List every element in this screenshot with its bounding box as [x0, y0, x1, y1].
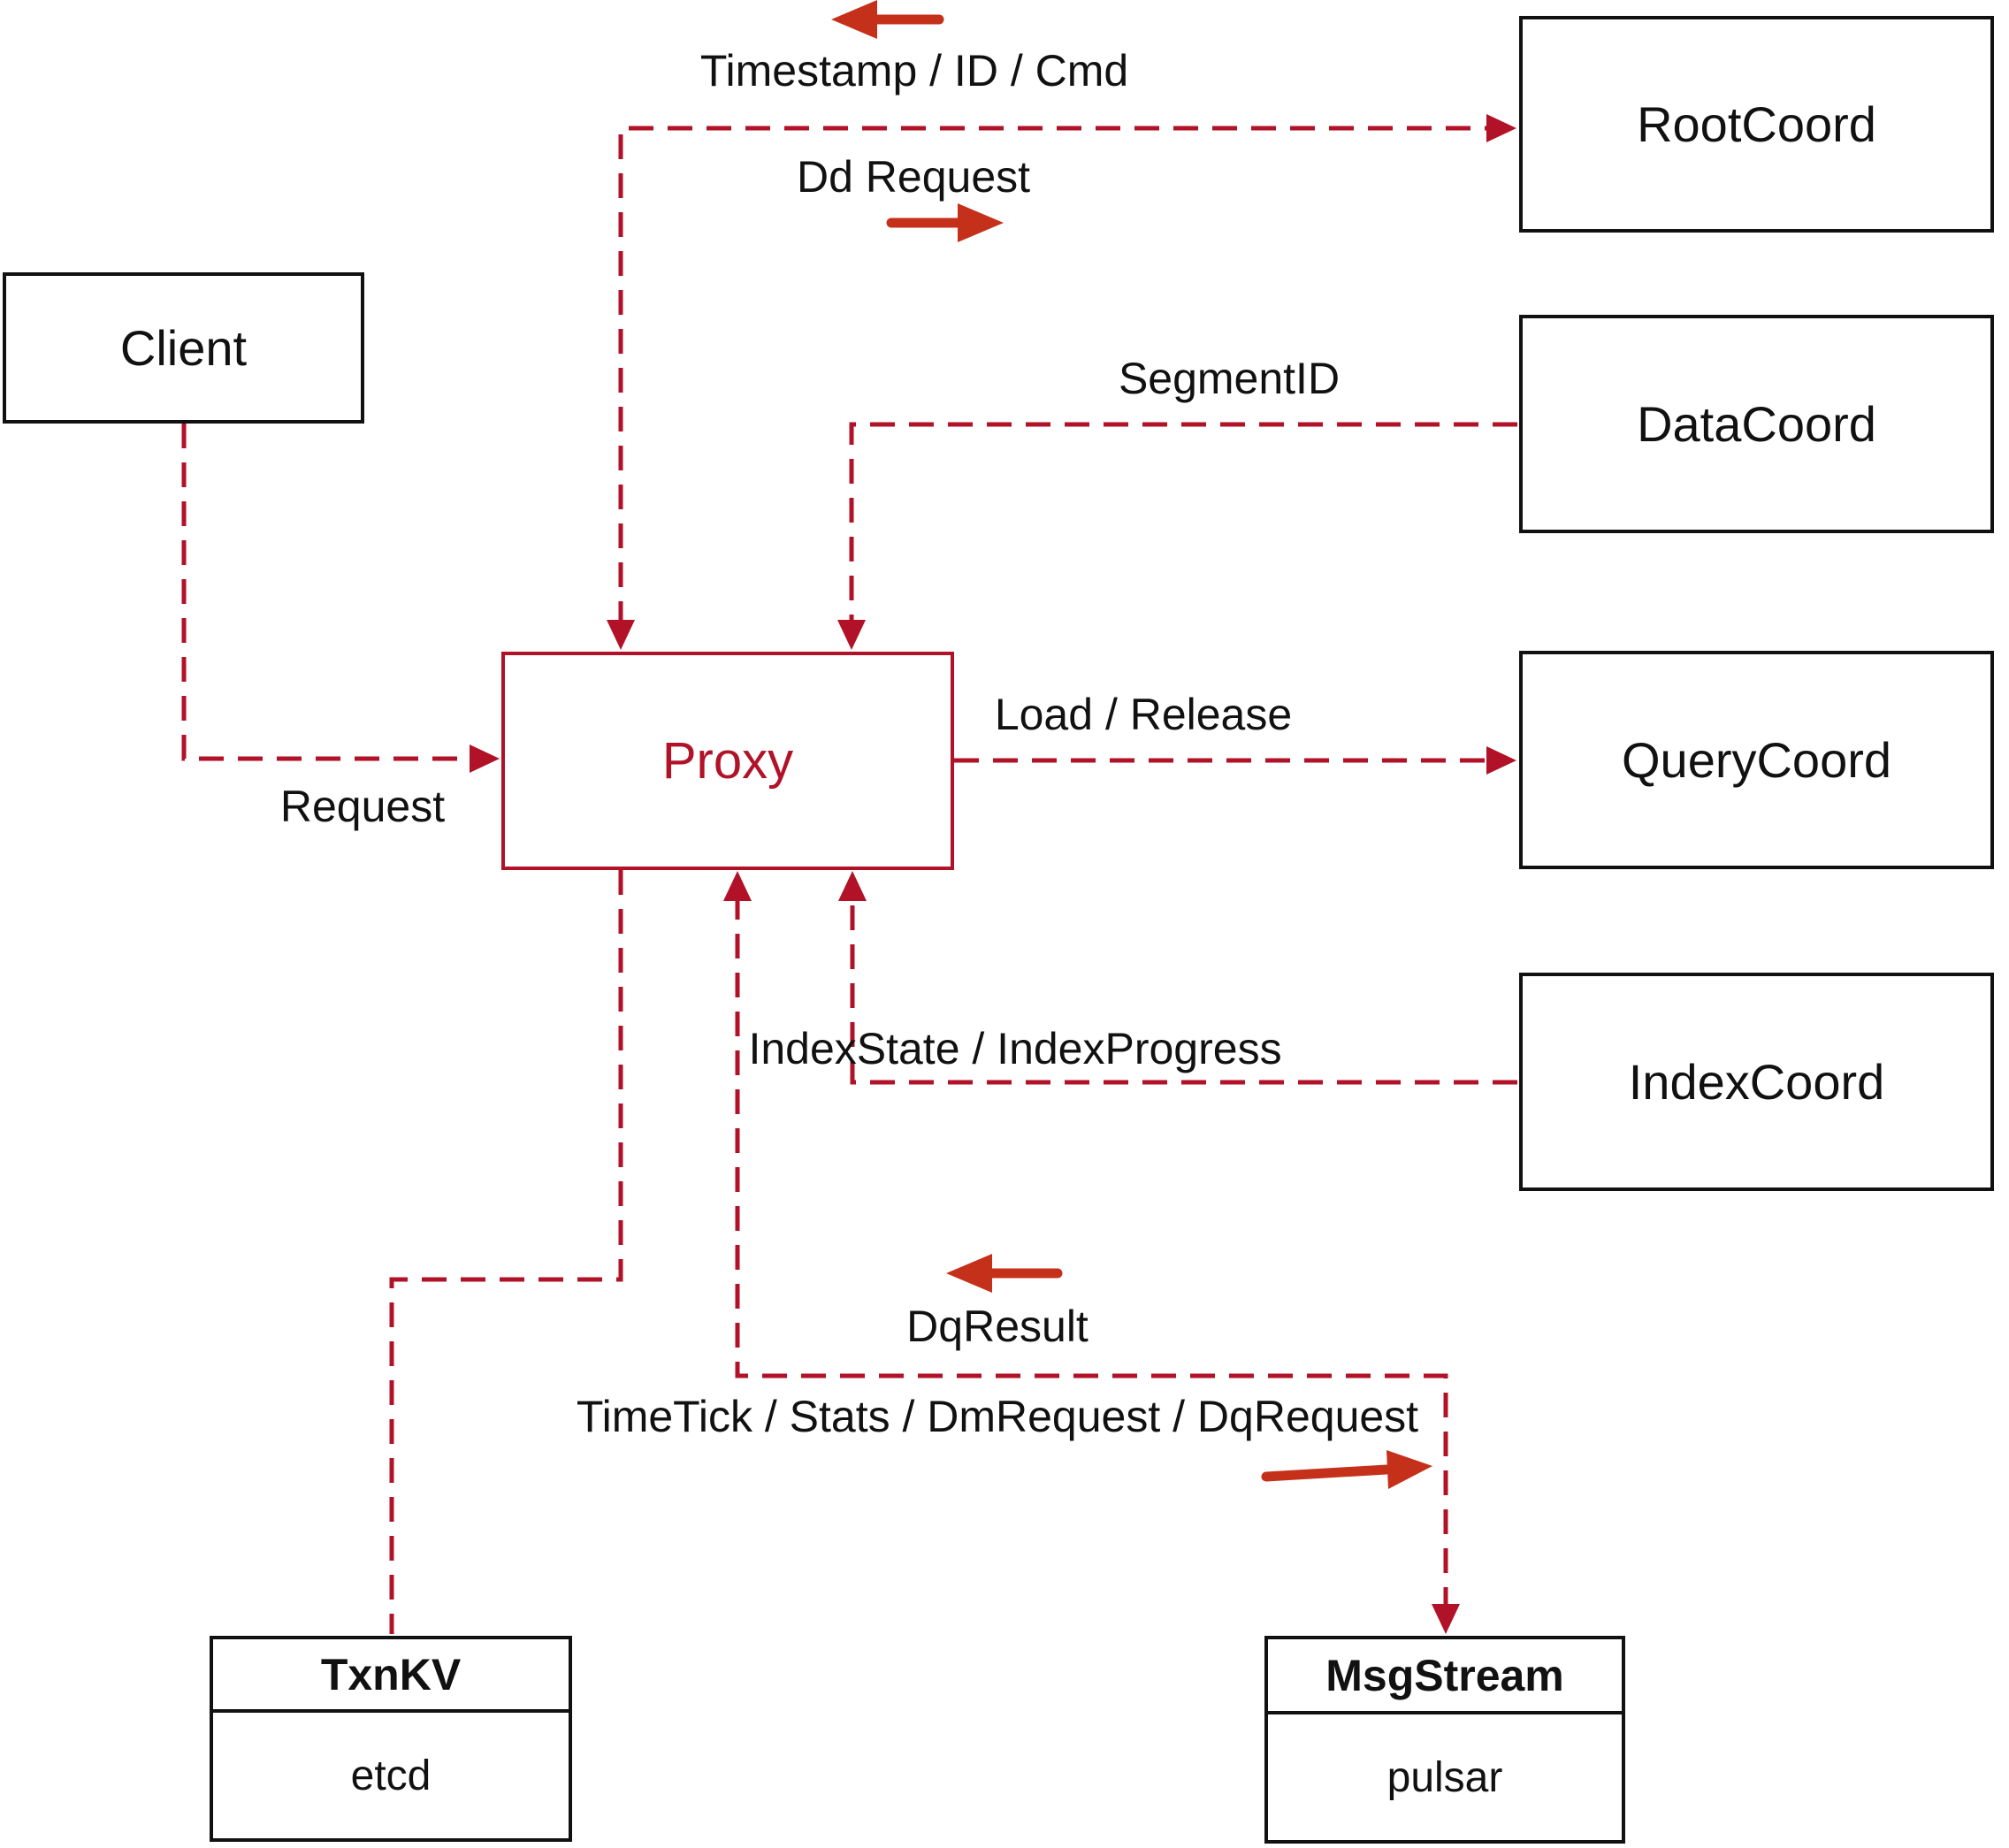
edge-label-load-release: Load / Release	[994, 690, 1293, 739]
edge-indexcoord-proxy	[850, 895, 1517, 1085]
node-txnkv-subtitle: etcd	[350, 1752, 432, 1799]
edge-label-dd-request: Dd Request	[796, 152, 1031, 202]
arrowhead-into-proxy-top-right	[837, 620, 866, 650]
edge-client-proxy	[181, 424, 472, 761]
edge-datacoord-proxy	[849, 422, 1517, 626]
timestamp-direction-arrow-head	[831, 0, 877, 39]
node-client: Client	[3, 272, 364, 424]
node-txnkv: TxnKV etcd	[210, 1636, 572, 1842]
node-indexcoord: IndexCoord	[1519, 973, 1994, 1191]
edge-label-request: Request	[279, 782, 446, 831]
node-msgstream: MsgStream pulsar	[1264, 1636, 1625, 1844]
timetick-direction-arrow-shaft	[1261, 1464, 1392, 1482]
node-msgstream-title: MsgStream	[1268, 1639, 1622, 1714]
dd-request-direction-arrow-head	[958, 203, 1004, 242]
node-client-label: Client	[119, 320, 248, 376]
node-datacoord-label: DataCoord	[1637, 396, 1876, 452]
node-indexcoord-label: IndexCoord	[1628, 1054, 1885, 1110]
edge-label-segmentid: SegmentID	[1118, 354, 1341, 403]
node-msgstream-subtitle: pulsar	[1386, 1753, 1503, 1801]
arrowhead-into-proxy-top-left	[607, 620, 635, 650]
edge-proxy-msgstream	[735, 895, 1448, 1611]
arrowhead-into-proxy-bottom-left	[723, 871, 752, 901]
dqresult-direction-arrow-head	[946, 1254, 992, 1293]
arrowhead-into-proxy-left	[470, 745, 500, 773]
node-datacoord: DataCoord	[1519, 315, 1994, 533]
edge-label-indexstate-indexprogress: IndexState / IndexProgress	[748, 1024, 1282, 1073]
node-txnkv-title: TxnKV	[213, 1639, 569, 1713]
arrowhead-into-rootcoord	[1486, 114, 1516, 142]
edge-proxy-rootcoord	[618, 126, 1489, 626]
node-proxy: Proxy	[501, 652, 954, 870]
edge-label-timetick-stats-dmrequest-dqrequest: TimeTick / Stats / DmRequest / DqRequest	[576, 1392, 1419, 1441]
node-rootcoord: RootCoord	[1519, 16, 1994, 233]
node-querycoord-label: QueryCoord	[1621, 732, 1892, 788]
node-querycoord: QueryCoord	[1519, 651, 1994, 869]
edge-label-timestamp-id-cmd: Timestamp / ID / Cmd	[699, 46, 1129, 95]
arrowhead-into-proxy-bottom-right	[838, 871, 867, 901]
arrowhead-into-msgstream	[1432, 1604, 1460, 1634]
timetick-direction-arrow-head	[1386, 1450, 1432, 1489]
edge-proxy-txnkv	[389, 870, 623, 1634]
node-proxy-label: Proxy	[661, 732, 794, 790]
edge-label-dqresult: DqResult	[906, 1302, 1089, 1351]
node-rootcoord-label: RootCoord	[1637, 96, 1876, 152]
arrowhead-into-querycoord	[1486, 746, 1516, 775]
